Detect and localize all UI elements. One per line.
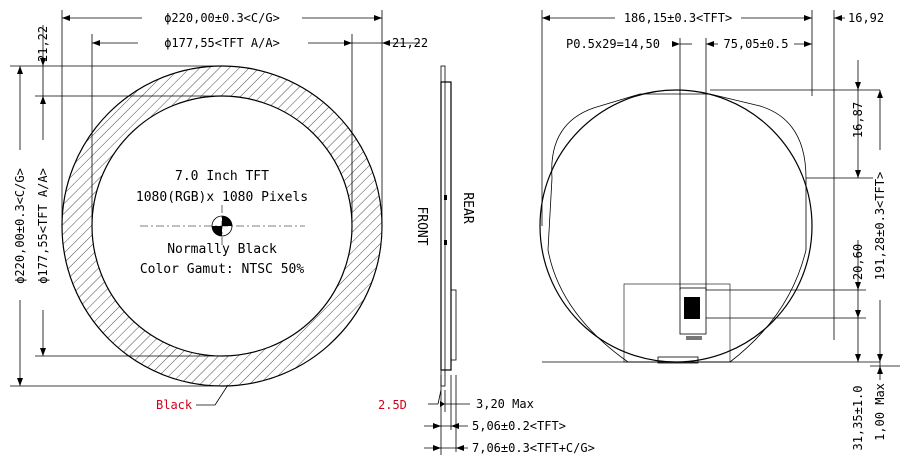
outer-diameter-dim: ϕ220,00±0.3<C/G> xyxy=(164,11,280,25)
tft-height-dim: 191,28±0.3<TFT> xyxy=(873,172,887,280)
rear-right-offset-dim: 16,92 xyxy=(848,11,884,25)
bottom-max-dim: 1,00 Max xyxy=(873,383,887,441)
tft-outline xyxy=(547,93,807,363)
panel-side-profile xyxy=(440,81,452,371)
right-offset-dim: 21,22 xyxy=(392,36,428,50)
thickness-total-dim: 7,06±0.3<TFT+C/G> xyxy=(472,441,595,455)
spec-line-2: 1080(RGB)x 1080 Pixels xyxy=(136,190,308,205)
connector xyxy=(679,287,707,335)
spec-line-1: 7.0 Inch TFT xyxy=(175,169,269,184)
left-offset-dim: 21,22 xyxy=(36,26,50,62)
thickness-max-dim: 3,20 Max xyxy=(476,397,534,411)
rear-view: 186,15±0.3<TFT> 16,92 P0.5x29=14,50 75,0… xyxy=(539,10,900,451)
black-label: Black xyxy=(156,398,193,412)
rear-width-dim: 186,15±0.3<TFT> xyxy=(624,11,732,25)
fpc-height-dim: 20,60 xyxy=(851,244,865,280)
top-offset-dim: 16,87 xyxy=(851,102,865,138)
fpc-area xyxy=(623,283,731,363)
edge-angle-label: 2.5D xyxy=(378,398,407,412)
side-view: FRONT REAR 2.5D 3,20 Max 5,06±0.2<TFT> 7… xyxy=(378,65,595,455)
spec-line-4: Color Gamut: NTSC 50% xyxy=(140,262,305,277)
front-view: 7.0 Inch TFT 1080(RGB)x 1080 Pixels Norm… xyxy=(10,10,428,412)
front-label: FRONT xyxy=(414,206,429,245)
left-inner-diameter-dim: ϕ177,55<TFT A/A> xyxy=(36,168,50,284)
rear-label: REAR xyxy=(460,192,475,223)
fpc-offset-dim: 75,05±0.5 xyxy=(723,37,788,51)
left-outer-diameter-dim: ϕ220,00±0.3<C/G> xyxy=(13,168,27,284)
thickness-tft-dim: 5,06±0.2<TFT> xyxy=(472,419,566,433)
pitch-dim: P0.5x29=14,50 xyxy=(566,37,660,51)
bottom-offset-dim: 31,35±1.0 xyxy=(851,385,865,450)
inner-diameter-dim: ϕ177,55<TFT A/A> xyxy=(164,36,280,50)
spec-line-3: Normally Black xyxy=(167,242,277,257)
